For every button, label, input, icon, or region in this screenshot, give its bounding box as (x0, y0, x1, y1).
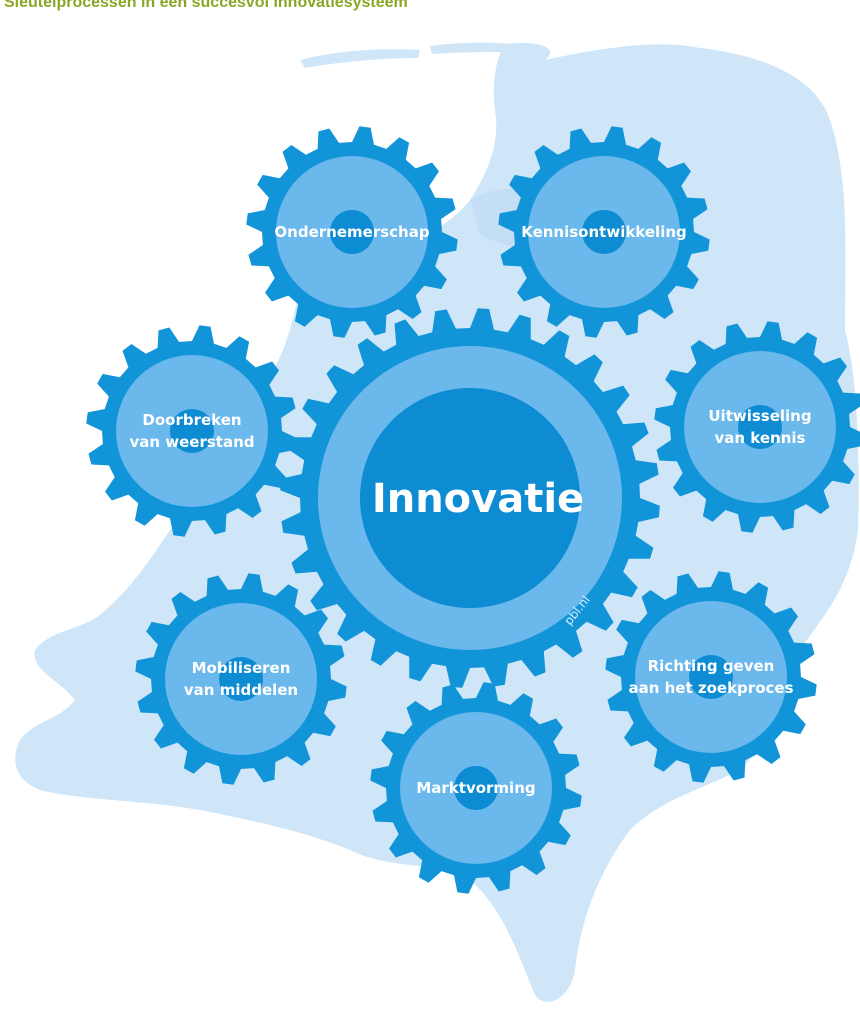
gear-label: Kennisontwikkeling (521, 223, 687, 241)
gear-label: van kennis (715, 429, 806, 447)
gear-hub (738, 405, 782, 449)
gear-ondernemerschap: Ondernemerschap (246, 126, 458, 338)
gear-hub (454, 766, 498, 810)
gear-mobiliseren-van-middelen: Mobiliseren van middelen (135, 573, 347, 785)
map-wadden-islands (300, 42, 510, 68)
gear-label: Richting geven (648, 657, 775, 675)
gear-label: Ondernemerschap (274, 223, 429, 241)
gear-marktvorming: Marktvorming (370, 682, 582, 894)
gear-label: van middelen (184, 681, 298, 699)
gear-hub (219, 657, 263, 701)
gear-label: van weerstand (129, 433, 254, 451)
gear-hub (582, 210, 626, 254)
gear-hub (170, 409, 214, 453)
gear-uitwisseling-van-kennis: Uitwisseling van kennis (654, 321, 860, 533)
gear-doorbreken-van-weerstand: Doorbreken van weerstand (86, 325, 298, 537)
gear-kennisontwikkeling: Kennisontwikkeling (498, 126, 710, 338)
gear-label: Doorbreken (142, 411, 241, 429)
gear-hub (689, 655, 733, 699)
gear-label: Uitwisseling (708, 407, 811, 425)
diagram-title: Sleutelprocessen in een succesvol innova… (4, 0, 408, 11)
gear-label: Marktvorming (416, 779, 535, 797)
center-gear-hub (360, 388, 580, 608)
gear-richting-geven: Richting geven aan het zoekproces (605, 571, 817, 783)
gear-label: Mobiliseren (192, 659, 291, 677)
center-label: Innovatie (372, 476, 584, 522)
gear-label: aan het zoekproces (628, 679, 793, 697)
gear-hub (330, 210, 374, 254)
